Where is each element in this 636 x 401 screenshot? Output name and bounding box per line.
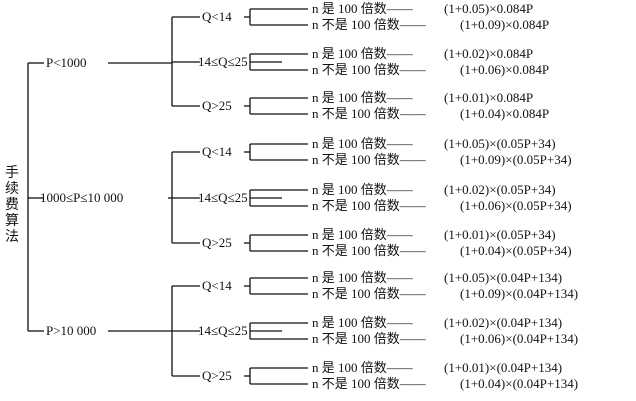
formula-label: (1+0.01)×0.084P <box>444 90 534 105</box>
formula-label: (1+0.02)×0.084P <box>444 46 534 61</box>
condition-yes-label: n 是 100 倍数—— <box>312 46 413 61</box>
formula-label: (1+0.06)×0.084P <box>460 62 550 77</box>
formula-label: (1+0.02)×(0.04P+134) <box>444 315 563 330</box>
q-range-label: 14≤Q≤25 <box>198 54 248 69</box>
formula-label: (1+0.09)×0.084P <box>460 17 550 32</box>
condition-yes-label: n 是 100 倍数—— <box>312 182 413 197</box>
condition-yes-label: n 是 100 倍数—— <box>312 90 413 105</box>
q-range-label: 14≤Q≤25 <box>198 323 248 338</box>
formula-label: (1+0.05)×0.084P <box>444 1 534 16</box>
formula-label: (1+0.01)×(0.05P+34) <box>444 227 556 242</box>
q-range-label: Q<14 <box>202 9 232 24</box>
q-range-label: 14≤Q≤25 <box>198 190 248 205</box>
condition-yes-label: n 是 100 倍数—— <box>312 270 413 285</box>
condition-no-label: n 不是 100 倍数—— <box>312 17 426 32</box>
formula-label: (1+0.04)×(0.05P+34) <box>460 243 572 258</box>
formula-label: (1+0.02)×(0.05P+34) <box>444 182 556 197</box>
condition-yes-label: n 是 100 倍数—— <box>312 315 413 330</box>
condition-no-label: n 不是 100 倍数—— <box>312 106 426 121</box>
formula-label: (1+0.06)×(0.05P+34) <box>460 198 572 213</box>
condition-yes-label: n 是 100 倍数—— <box>312 360 413 375</box>
condition-no-label: n 不是 100 倍数—— <box>312 331 426 346</box>
condition-no-label: n 不是 100 倍数—— <box>312 62 426 77</box>
condition-yes-label: n 是 100 倍数—— <box>312 136 413 151</box>
p-range-label: P<1000 <box>46 55 87 70</box>
q-range-label: Q>25 <box>202 235 232 250</box>
q-range-label: Q<14 <box>202 278 232 293</box>
condition-no-label: n 不是 100 倍数—— <box>312 152 426 167</box>
q-range-label: Q>25 <box>202 368 232 383</box>
formula-label: (1+0.05)×(0.04P+134) <box>444 270 563 285</box>
condition-no-label: n 不是 100 倍数—— <box>312 286 426 301</box>
q-range-label: Q>25 <box>202 98 232 113</box>
formula-label: (1+0.09)×(0.04P+134) <box>460 286 579 301</box>
formula-label: (1+0.04)×0.084P <box>460 106 550 121</box>
root-label: 手续费算法 <box>5 166 19 245</box>
condition-no-label: n 不是 100 倍数—— <box>312 243 426 258</box>
q-range-label: Q<14 <box>202 144 232 159</box>
condition-no-label: n 不是 100 倍数—— <box>312 376 426 391</box>
p-range-label: P>10 000 <box>46 323 97 338</box>
formula-label: (1+0.06)×(0.04P+134) <box>460 331 579 346</box>
formula-label: (1+0.01)×(0.04P+134) <box>444 360 563 375</box>
condition-no-label: n 不是 100 倍数—— <box>312 198 426 213</box>
condition-yes-label: n 是 100 倍数—— <box>312 227 413 242</box>
formula-label: (1+0.09)×(0.05P+34) <box>460 152 572 167</box>
formula-label: (1+0.04)×(0.04P+134) <box>460 376 579 391</box>
p-range-label: 1000≤P≤10 000 <box>40 190 124 205</box>
condition-yes-label: n 是 100 倍数—— <box>312 1 413 16</box>
formula-label: (1+0.05)×(0.05P+34) <box>444 136 556 151</box>
